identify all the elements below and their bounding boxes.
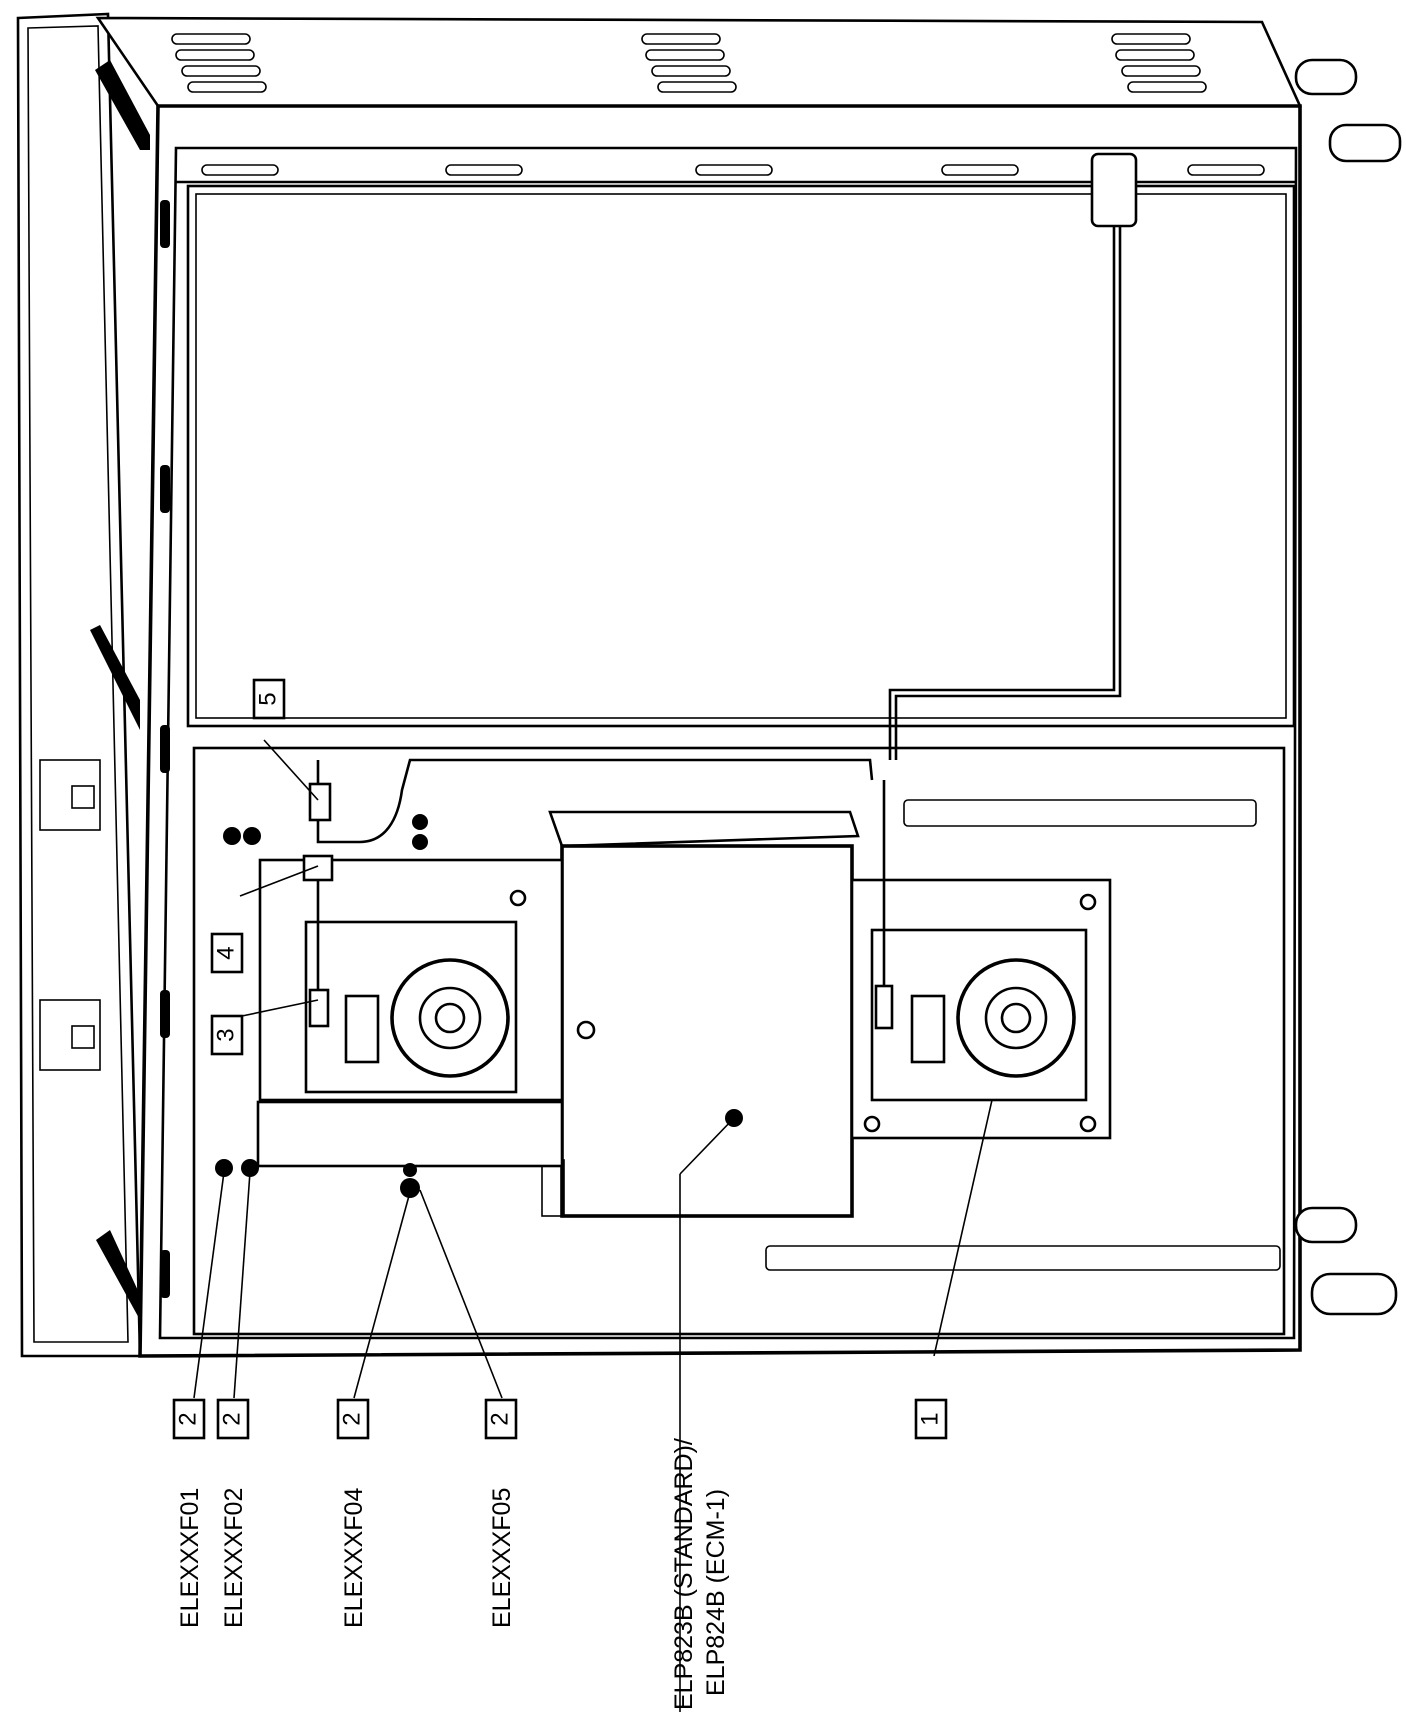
cabinet-body: [16, 12, 1303, 1358]
callout-1-label: 1: [916, 1412, 943, 1425]
wiring-harness: [215, 758, 894, 1198]
left-fan-assembly: [256, 858, 564, 1168]
callout-4: 4: [210, 932, 244, 974]
part-label-elexxxf02: ELEXXXF02: [220, 1488, 248, 1628]
ventilation-slots: [171, 33, 1265, 176]
sensor-tube: [888, 152, 1138, 760]
callout-2-d-label: 2: [486, 1412, 513, 1425]
part-label-elexxxf01: ELEXXXF01: [176, 1488, 204, 1628]
callout-3: 3: [210, 1014, 244, 1056]
callout-2-c-label: 2: [338, 1412, 365, 1425]
callout-1: 1: [914, 1398, 948, 1440]
callout-5: 5: [252, 678, 286, 720]
callout-3-label: 3: [212, 1028, 239, 1041]
callout-2-b: 2: [216, 1398, 250, 1440]
part-label-elexxxf04: ELEXXXF04: [340, 1488, 368, 1628]
callout-2-b-label: 2: [218, 1412, 245, 1425]
callout-4-label: 4: [212, 946, 239, 959]
callout-2-a: 2: [172, 1398, 206, 1440]
louver-vents: [765, 799, 1281, 1271]
callout-2-c: 2: [336, 1398, 370, 1440]
control-board-box: [541, 810, 860, 1218]
board-label-line-2: ELP824B (ECM-1): [702, 1489, 730, 1696]
caster-wheels: [1294, 58, 1402, 1316]
callout-5-label: 5: [254, 692, 281, 705]
right-fan-assembly: [850, 878, 1112, 1140]
callout-2-a-label: 2: [174, 1412, 201, 1425]
board-label-line-1: ELP823B (STANDARD)/: [670, 1438, 698, 1710]
part-label-elexxxf05: ELEXXXF05: [488, 1488, 516, 1628]
callout-2-d: 2: [484, 1398, 518, 1440]
leader-lines: [193, 739, 993, 1712]
